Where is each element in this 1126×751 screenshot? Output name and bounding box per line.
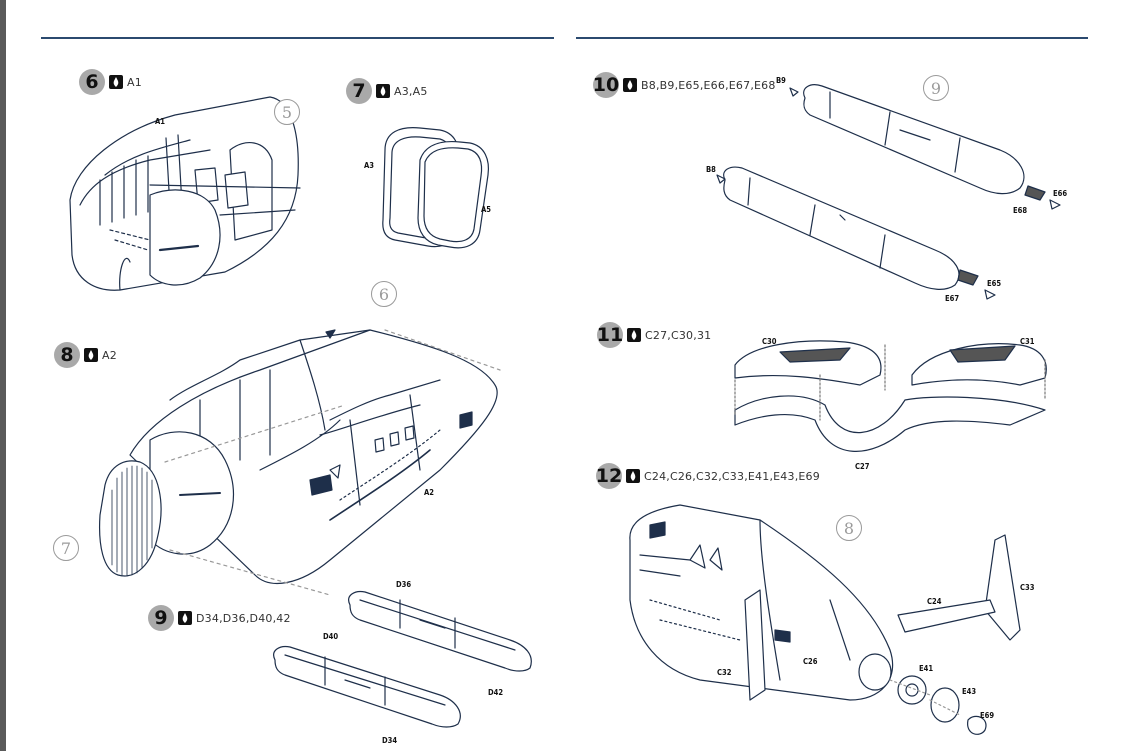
step-6-header: 6 A1 <box>79 69 142 95</box>
part-label: E43 <box>962 687 977 696</box>
part-label: B9 <box>776 76 786 85</box>
step-number-badge: 8 <box>54 342 80 368</box>
step-number-badge: 12 <box>595 463 623 489</box>
part-label: A5 <box>481 205 492 214</box>
glue-drop-icon <box>84 348 98 362</box>
part-label: C26 <box>803 657 818 666</box>
part-label: C24 <box>927 597 942 606</box>
part-label: E68 <box>1013 206 1028 215</box>
part-label: C30 <box>762 337 777 346</box>
reference-circle: 5 <box>274 99 300 125</box>
glue-drop-icon <box>626 469 640 483</box>
step-parts-list: B8,B9,E65,E66,E67,E68 <box>641 78 776 92</box>
reference-circle: 7 <box>53 535 79 561</box>
part-label: C32 <box>717 668 732 677</box>
part-label: B8 <box>706 165 716 174</box>
glue-drop-icon <box>376 84 390 98</box>
step-parts-list: A3,A5 <box>394 84 428 98</box>
glue-drop-icon <box>109 75 123 89</box>
step-10-header: 10 B8,B9,E65,E66,E67,E68 <box>593 72 776 98</box>
canopy-parts-drawing <box>382 127 490 249</box>
step-number-badge: 9 <box>148 605 174 631</box>
step-12-header: 12 C24,C26,C32,C33,E41,E43,E69 <box>596 463 820 489</box>
reference-circle: 9 <box>923 75 949 101</box>
step-parts-list: A1 <box>127 75 142 89</box>
glue-drop-icon <box>623 78 637 92</box>
step-number-badge: 11 <box>596 322 624 348</box>
step-9-header: 9 D34,D36,D40,42 <box>148 605 291 631</box>
part-label: A1 <box>155 117 166 126</box>
part-label: D36 <box>396 580 412 589</box>
fuel-tank-drawing <box>716 84 1061 300</box>
step-number-badge: 10 <box>592 72 620 98</box>
header-rule-left <box>41 37 554 39</box>
glue-drop-icon <box>178 611 192 625</box>
part-label: E41 <box>919 664 934 673</box>
glue-drop-icon <box>627 328 641 342</box>
step-parts-list: C27,C30,31 <box>645 328 712 342</box>
step-number-badge: 6 <box>79 69 105 95</box>
step-parts-list: D34,D36,D40,42 <box>196 611 291 625</box>
tail-assembly-drawing <box>629 504 1021 735</box>
part-label: C27 <box>855 462 870 471</box>
page-edge <box>0 0 6 751</box>
step-7-header: 7 A3,A5 <box>346 78 428 104</box>
part-label: D34 <box>382 736 398 745</box>
reference-circle: 6 <box>371 281 397 307</box>
cockpit-half-drawing <box>69 96 301 291</box>
part-label: D40 <box>323 632 339 641</box>
part-label: E69 <box>980 711 995 720</box>
step-number-badge: 7 <box>346 78 372 104</box>
float-parts-drawing <box>273 590 532 728</box>
part-label: E66 <box>1053 189 1068 198</box>
step-parts-list: C24,C26,C32,C33,E41,E43,E69 <box>644 469 820 483</box>
step-11-header: 11 C27,C30,31 <box>597 322 711 348</box>
step-8-header: 8 A2 <box>54 342 117 368</box>
header-rule-right <box>576 37 1088 39</box>
part-label: C31 <box>1020 337 1035 346</box>
fuselage-assembly-drawing <box>98 329 501 596</box>
part-label: C33 <box>1020 583 1035 592</box>
intake-parts-drawing <box>734 340 1047 452</box>
part-label: E65 <box>987 279 1002 288</box>
part-label: E67 <box>945 294 960 303</box>
part-label: A2 <box>424 488 435 497</box>
part-label: A3 <box>364 161 375 170</box>
reference-circle: 8 <box>836 515 862 541</box>
step-parts-list: A2 <box>102 348 117 362</box>
part-label: D42 <box>488 688 504 697</box>
